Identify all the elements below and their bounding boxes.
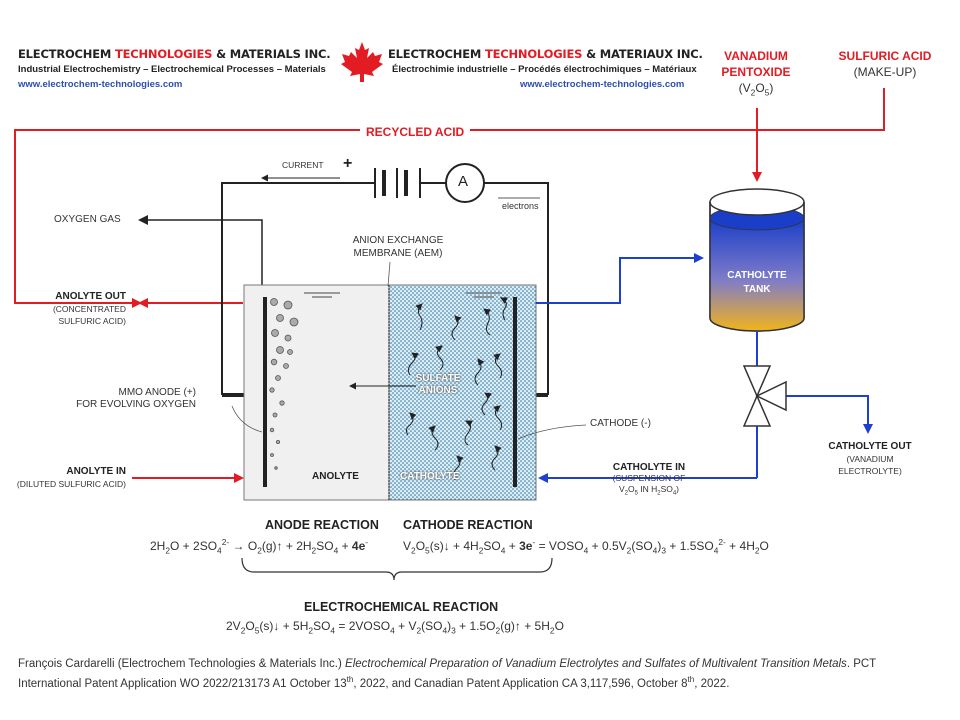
ammeter-icon (445, 163, 485, 203)
maple-leaf-icon (338, 40, 386, 89)
three-way-valve-icon[interactable] (742, 365, 787, 427)
catholyte-in-label: CATHOLYTE IN (SUSPENSION OF V2O5 IN H2SO… (612, 462, 686, 497)
catholyte-compartment-label: CATHOLYTE (400, 471, 460, 482)
anolyte-compartment-label: ANOLYTE (312, 471, 359, 482)
sulfate-anion-arrows (405, 297, 508, 481)
website-link-fr[interactable]: www.electrochem-technologies.com (520, 79, 685, 90)
company-name-fr: ELECTROCHEM TECHNOLOGIES & MATERIAUX INC… (388, 47, 703, 61)
sulfuric-acid-makeup-label: SULFURIC ACID (MAKE-UP) (838, 49, 932, 79)
overall-reaction-equation: 2V2O5(s)↓ + 5H2SO4 = 2VOSO4 + V2(SO4)3 +… (226, 619, 564, 636)
cathode-reaction-title: CATHODE REACTION (403, 518, 533, 532)
vanadium-pentoxide-label: VANADIUM PENTOXIDE (V2O5) (721, 49, 791, 98)
company-name-en: ELECTROCHEM TECHNOLOGIES & MATERIALS INC… (18, 47, 331, 61)
cathode-reaction-equation: V2O5(s)↓ + 4H2SO4 + 3e- = VOSO4 + 0.5V2(… (403, 537, 769, 556)
patent-citation: François Cardarelli (Electrochem Technol… (18, 658, 876, 690)
electrons-label: electrons (502, 201, 539, 211)
mmo-anode-label: MMO ANODE (+) FOR EVOLVING OXYGEN (76, 387, 196, 410)
catholyte-tank (709, 188, 805, 332)
reaction-braces (241, 557, 553, 581)
battery-plus-label: + (343, 155, 353, 172)
tagline-fr: Électrochimie industrielle – Procédés él… (392, 64, 697, 75)
battery-icon (374, 168, 421, 198)
tank-outlet-line (538, 331, 873, 483)
sulfate-anions-label: SULFATE ANIONS (415, 373, 461, 396)
website-link-en[interactable]: www.electrochem-technologies.com (18, 79, 183, 90)
oxygen-bubbles (269, 298, 299, 470)
electrolyzer-cell (243, 284, 537, 501)
recycled-acid-label: RECYCLED ACID (360, 125, 471, 139)
overall-reaction-title: ELECTROCHEMICAL REACTION (304, 600, 499, 614)
anode-reaction-equation: 2H2O + 2SO42- → O2(g)↑ + 2H2SO4 + 4e- (150, 537, 369, 556)
oxygen-gas-label: OXYGEN GAS (54, 214, 121, 225)
anode-reaction-title: ANODE REACTION (265, 518, 379, 532)
catholyte-out-label: CATHOLYTE OUT (VANADIUM ELECTROLYTE) (828, 441, 912, 476)
cathode-label: CATHODE (-) (590, 418, 651, 429)
catholyte-tank-label: CATHOLYTE TANK (727, 270, 787, 295)
tagline-en: Industrial Electrochemistry – Electroche… (18, 64, 326, 75)
anolyte-out-label: ANOLYTE OUT (CONCENTRATED SULFURIC ACID) (52, 291, 126, 326)
catholyte-to-tank-line (536, 253, 704, 304)
aem-label: ANION EXCHANGE MEMBRANE (AEM) (352, 235, 444, 259)
recycled-acid-line (14, 88, 885, 308)
ammeter-label: A (458, 173, 469, 190)
current-label: CURRENT (282, 160, 324, 170)
oxygen-gas-arrow (138, 215, 263, 286)
anolyte-in-label: ANOLYTE IN (DILUTED SULFURIC ACID) (16, 466, 126, 489)
